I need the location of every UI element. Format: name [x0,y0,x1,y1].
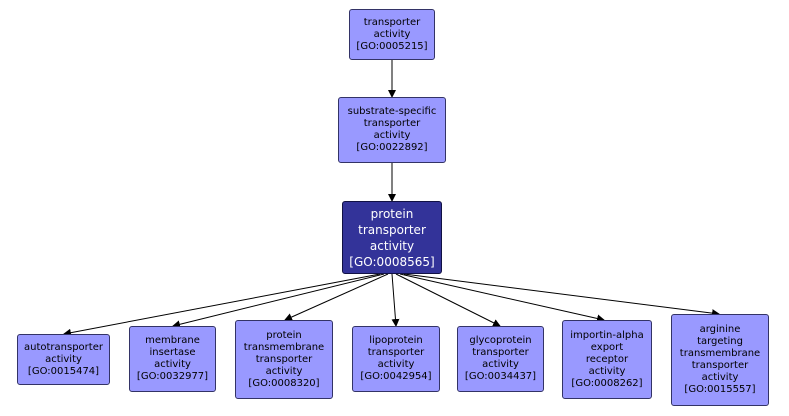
node-importin-alpha-export-receptor-activity[interactable]: importin-alpha export receptor activity … [562,320,652,399]
edge-protein-lipoprotein [391,273,400,327]
edge-protein-arginine [403,273,720,318]
node-glycoprotein-transporter-activity[interactable]: glycoprotein transporter activity [GO:00… [457,326,544,392]
node-lipoprotein-transporter-activity[interactable]: lipoprotein transporter activity [GO:004… [352,326,440,392]
node-arginine-targeting-transmembrane-transporter-activity[interactable]: arginine targeting transmembrane transpo… [671,314,769,406]
node-protein-transporter-activity[interactable]: protein transporter activity [GO:0008565… [342,201,442,274]
node-transporter-activity[interactable]: transporter activity [GO:0005215] [349,9,435,60]
node-membrane-insertase-activity[interactable]: membrane insertase activity [GO:0032977] [129,326,216,392]
node-protein-transmembrane-transporter-activity[interactable]: protein transmembrane transporter activi… [235,320,333,399]
edge-protein-importin [399,273,605,323]
node-substrate-specific-transporter-activity[interactable]: substrate-specific transporter activity … [338,97,446,163]
node-autotransporter-activity[interactable]: autotransporter activity [GO:0015474] [17,334,110,385]
edge-protein-glycoprotein [395,273,501,327]
edge-protein-autotransporter [63,273,381,337]
edge-protein-membrane [172,273,385,329]
edge-protein-transmembrane [284,273,389,321]
